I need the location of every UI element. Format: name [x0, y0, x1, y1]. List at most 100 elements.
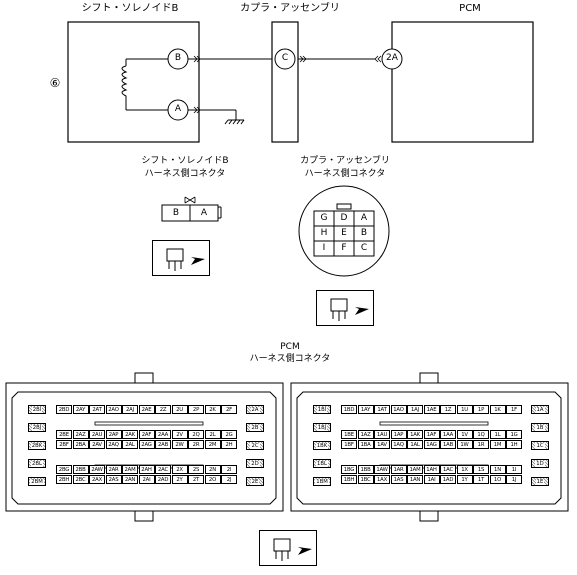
pin: 1AC — [440, 465, 456, 474]
pin: 1AE — [423, 405, 440, 414]
pin: 1M — [489, 440, 506, 449]
pin-label: 1C — [535, 443, 545, 449]
sol-conn-title-2: ハーネス側コネクタ — [144, 169, 226, 179]
pin: 1BE — [341, 430, 357, 439]
connector-view-icon — [316, 290, 374, 326]
pin: 1AZ — [357, 430, 374, 439]
pin: 2BE — [56, 430, 72, 439]
pin: 1AK — [407, 430, 423, 439]
pin-label: 2BI — [31, 407, 43, 413]
pin-label: 2BM — [30, 479, 44, 485]
pin: 2AR — [105, 465, 122, 474]
pin-hatched: 2A — [246, 405, 264, 414]
pin: 2O — [204, 475, 221, 484]
pin-label: 1A — [535, 407, 545, 413]
pin-hatched: 1BI — [313, 405, 331, 414]
pin: 2BG — [56, 465, 72, 474]
pin: 2AK — [122, 430, 138, 439]
pin: 1V — [456, 430, 473, 439]
cup-pin: C — [360, 243, 368, 253]
pin: 1AX — [374, 475, 390, 484]
pin: 1Q — [473, 430, 489, 439]
pin-label: 1BK — [315, 443, 329, 449]
pin: 2AF — [138, 430, 155, 439]
pin: 2AY — [72, 405, 89, 414]
pin: 2AX — [89, 475, 105, 484]
pin-label: 2BJ — [31, 425, 43, 431]
pin: 1J — [506, 475, 522, 484]
pin-label: 1B — [535, 425, 545, 431]
pin: 1BH — [341, 475, 357, 484]
pin: 1AJ — [407, 405, 423, 414]
pin: 2L — [204, 430, 221, 439]
pin: 2AN — [122, 475, 138, 484]
pin-label: 2BK — [30, 443, 44, 449]
pin: 1BA — [357, 440, 374, 449]
pin-hatched: 2D — [246, 459, 264, 468]
pin: 2AT — [89, 405, 105, 414]
pin: 2H — [221, 440, 237, 449]
pin: 1P — [473, 405, 489, 414]
pin: 1BF — [341, 440, 357, 449]
pin: 2AS — [105, 475, 122, 484]
pin-hatched: 2E — [246, 477, 264, 486]
pin: 2AB — [155, 440, 171, 449]
pin: 1N — [489, 465, 506, 474]
pin: 1AV — [374, 440, 390, 449]
pin: 1AN — [407, 475, 423, 484]
pin-hatched: 1A — [531, 405, 549, 414]
pin: 2AV — [89, 440, 105, 449]
pin-hatched: 1BK — [313, 441, 331, 450]
cup-pin: D — [340, 213, 348, 223]
pin: 2AM — [122, 465, 138, 474]
pin-hatched: 2BJ — [28, 423, 46, 432]
pin: 1H — [506, 440, 522, 449]
pin: 1AG — [423, 440, 440, 449]
pin: 1AF — [423, 430, 440, 439]
pin: 1AA — [440, 430, 456, 439]
pin-hatched: 2BK — [28, 441, 46, 450]
cup-pin: G — [320, 213, 328, 223]
pin: 2AP — [105, 430, 122, 439]
pin: 1AO — [390, 405, 407, 414]
pin-hatched: 1BM — [313, 477, 331, 486]
cup-pin: F — [341, 243, 347, 253]
pin-hatched: 1B — [531, 423, 549, 432]
pin: 2X — [171, 465, 188, 474]
pin: 2F — [221, 405, 237, 414]
cup-pin: A — [360, 213, 368, 223]
pin: 1Z — [440, 405, 456, 414]
pin: 2R — [188, 440, 204, 449]
pin: 1T — [473, 475, 489, 484]
pin: 2M — [204, 440, 221, 449]
pin-label: 2BL — [31, 461, 43, 467]
terminal-2a: 2A — [386, 53, 398, 63]
pin: 1AD — [440, 475, 456, 484]
cup-pin: B — [360, 228, 368, 238]
pin: 1L — [489, 430, 506, 439]
pin: 2BA — [72, 440, 89, 449]
terminal-c: C — [281, 53, 289, 63]
pin: 2U — [171, 405, 188, 414]
pin: 2J — [221, 475, 237, 484]
pin: 1O — [489, 475, 506, 484]
pin: 2AC — [155, 465, 171, 474]
coupler-title: カプラ・アッセンブリ — [240, 3, 340, 14]
sol-conn-title-1: シフト・ソレノイドB — [141, 156, 229, 166]
pin: 2BF — [56, 440, 72, 449]
ref-mark: ⑥ — [49, 76, 61, 90]
pin: 2BC — [72, 475, 89, 484]
pin: 1K — [489, 405, 506, 414]
pin-label: 1E — [535, 479, 545, 485]
cup-pin: I — [322, 243, 326, 253]
pin: 2AL — [122, 440, 138, 449]
pin: 1AH — [423, 465, 440, 474]
sol-pin-b: B — [172, 208, 180, 218]
pin: 2K — [204, 405, 221, 414]
pin-label: 1BJ — [316, 425, 328, 431]
pin: 1X — [456, 465, 473, 474]
pin-hatched: 2BL — [28, 459, 46, 468]
cup-pin: H — [320, 228, 328, 238]
pin-label: 1BI — [316, 407, 328, 413]
pin: 2AZ — [72, 430, 89, 439]
